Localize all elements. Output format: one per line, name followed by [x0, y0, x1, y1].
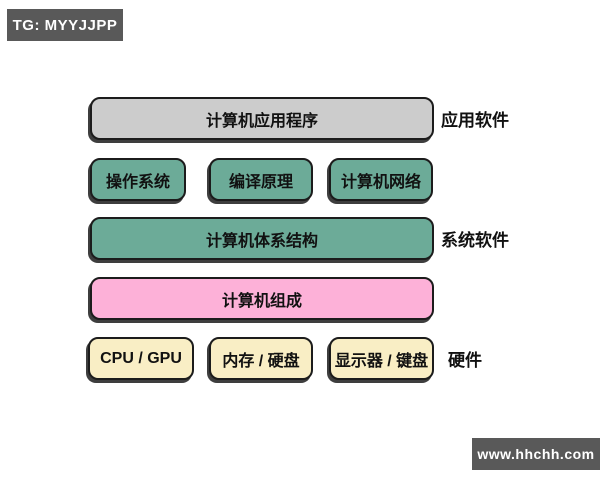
telegram-watermark-badge: TG: MYYJJPP — [7, 9, 123, 41]
box-compiler-principles: 编译原理 — [209, 158, 313, 201]
side-label-hardware: 硬件 — [448, 351, 482, 370]
box-monitor-keyboard: 显示器 / 键盘 — [329, 337, 434, 380]
website-watermark-badge: www.hhchh.com — [472, 438, 600, 470]
box-memory-disk: 内存 / 硬盘 — [209, 337, 313, 380]
side-label-system-software: 系统软件 — [441, 231, 509, 250]
side-label-application-software: 应用软件 — [441, 111, 509, 130]
box-cpu-gpu: CPU / GPU — [88, 337, 194, 380]
box-operating-system: 操作系统 — [90, 158, 186, 201]
box-computer-organization: 计算机组成 — [90, 277, 434, 320]
box-computer-networks: 计算机网络 — [329, 158, 433, 201]
box-computer-architecture: 计算机体系结构 — [90, 217, 434, 260]
box-computer-applications: 计算机应用程序 — [90, 97, 434, 140]
